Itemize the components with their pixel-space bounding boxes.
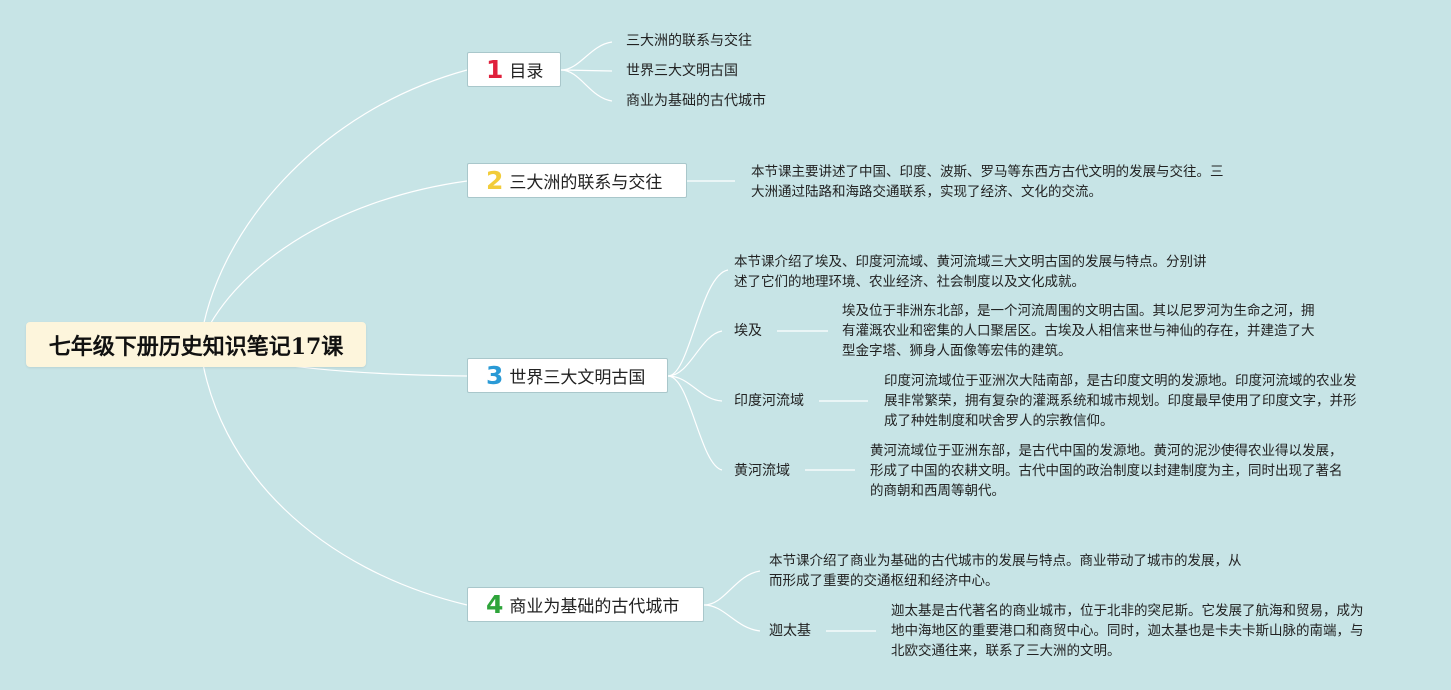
toc-item[interactable]: 世界三大文明古国	[626, 63, 738, 79]
subtopic-yellow-river[interactable]: 黄河流域	[734, 463, 790, 479]
number-2-icon: 2	[486, 166, 504, 195]
branch-toc[interactable]: 1 目录	[467, 52, 561, 87]
subtopic-indus[interactable]: 印度河流域	[734, 393, 804, 409]
central-topic-label: 七年级下册历史知识笔记17课	[48, 333, 344, 360]
subtopic-egypt[interactable]: 埃及	[734, 323, 762, 339]
branch-continents[interactable]: 2 三大洲的联系与交往	[467, 163, 687, 198]
branch-label: 三大洲的联系与交往	[509, 173, 663, 193]
number-1-icon: 1	[486, 55, 504, 84]
yellow-river-note[interactable]: 黄河流域位于亚洲东部，是古代中国的发源地。黄河的泥沙使得农业得以发展， 形成了中…	[870, 443, 1343, 499]
subtopic-carthage[interactable]: 迦太基	[769, 623, 811, 639]
number-4-icon: 4	[486, 590, 504, 619]
central-topic[interactable]: 七年级下册历史知识笔记17课	[26, 322, 366, 367]
branch-commerce-cities[interactable]: 4 商业为基础的古代城市	[467, 587, 704, 622]
number-3-icon: 3	[486, 361, 504, 390]
branch-3-intro[interactable]: 本节课介绍了埃及、印度河流域、黄河流域三大文明古国的发展与特点。分别讲 述了它们…	[734, 254, 1207, 290]
branch-label: 商业为基础的古代城市	[509, 597, 680, 617]
branch-label: 世界三大文明古国	[509, 368, 646, 388]
branch-2-note[interactable]: 本节课主要讲述了中国、印度、波斯、罗马等东西方古代文明的发展与交往。三 大洲通过…	[751, 164, 1224, 200]
branch-4-intro[interactable]: 本节课介绍了商业为基础的古代城市的发展与特点。商业带动了城市的发展，从 而形成了…	[769, 553, 1242, 589]
toc-item[interactable]: 三大洲的联系与交往	[626, 33, 752, 49]
egypt-note[interactable]: 埃及位于非洲东北部，是一个河流周围的文明古国。其以尼罗河为生命之河，拥 有灌溉农…	[842, 303, 1315, 359]
branch-label: 目录	[509, 62, 544, 82]
indus-note[interactable]: 印度河流域位于亚洲次大陆南部，是古印度文明的发源地。印度河流域的农业发 展非常繁…	[884, 373, 1357, 429]
branch-civilizations[interactable]: 3 世界三大文明古国	[467, 358, 668, 393]
toc-item[interactable]: 商业为基础的古代城市	[626, 93, 766, 109]
carthage-note[interactable]: 迦太基是古代著名的商业城市，位于北非的突尼斯。它发展了航海和贸易，成为 地中海地…	[891, 603, 1364, 659]
